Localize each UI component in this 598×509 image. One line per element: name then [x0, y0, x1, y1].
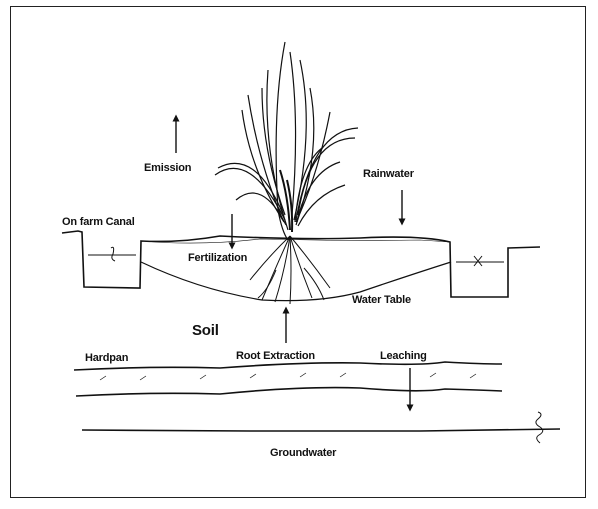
label-root-extraction: Root Extraction: [236, 350, 315, 362]
groundwater-level-mark: [536, 412, 543, 443]
label-water-table: Water Table: [352, 294, 411, 306]
label-hardpan: Hardpan: [85, 352, 128, 364]
hardpan-top-line: [74, 362, 502, 370]
label-fertilization: Fertilization: [188, 252, 247, 264]
label-on-farm-canal: On farm Canal: [62, 216, 135, 228]
rice-roots: [250, 236, 330, 304]
right-canal-water-mark: [456, 256, 504, 266]
hardpan-bottom-line: [76, 388, 502, 396]
rice-plant: [215, 42, 358, 240]
groundwater-line: [82, 429, 560, 431]
ground-surface-line: [62, 231, 540, 297]
label-rainwater: Rainwater: [363, 168, 414, 180]
label-groundwater: Groundwater: [270, 447, 336, 459]
label-emission: Emission: [144, 162, 191, 174]
left-canal-water-mark: [88, 247, 136, 261]
label-soil: Soil: [192, 322, 219, 339]
label-leaching: Leaching: [380, 350, 427, 362]
hardpan-hatching: [100, 373, 476, 380]
